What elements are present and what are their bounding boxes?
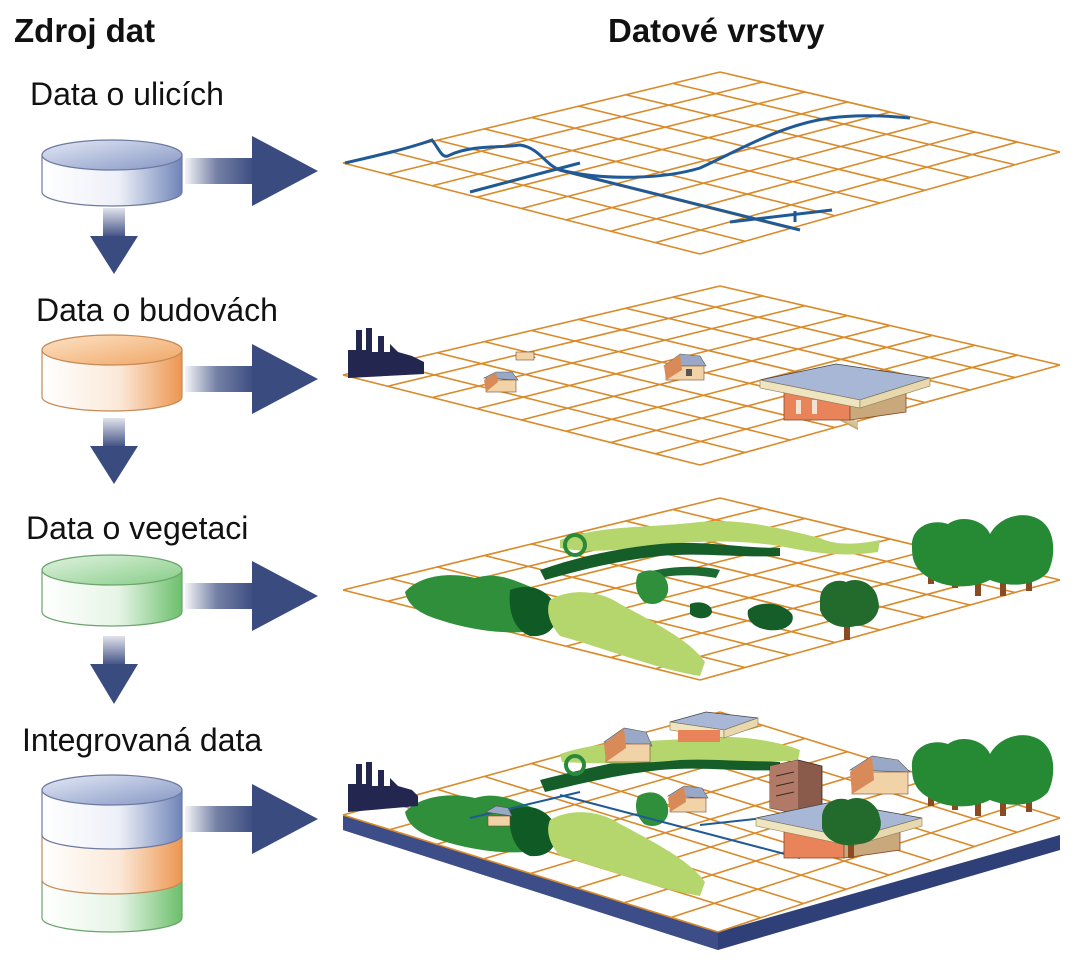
grid-line bbox=[699, 151, 1061, 255]
source-label-streets: Data o ulicích bbox=[30, 76, 224, 112]
grid-line bbox=[670, 803, 1018, 919]
tree-group-icon bbox=[911, 735, 1054, 816]
database-icon-streets bbox=[41, 139, 183, 207]
grid-line bbox=[719, 71, 1061, 153]
house-icon bbox=[485, 805, 513, 827]
database-icon-integrated bbox=[41, 774, 183, 933]
tree-icon bbox=[822, 798, 881, 858]
grid-line bbox=[521, 324, 891, 421]
tree-group-icon bbox=[911, 515, 1054, 596]
house-icon bbox=[663, 353, 707, 381]
house-icon bbox=[515, 351, 536, 361]
grid-line bbox=[565, 121, 933, 221]
integrated-vegetation bbox=[405, 736, 800, 896]
grid-line bbox=[565, 334, 933, 433]
source-label-vegetation: Data o vegetaci bbox=[26, 510, 249, 546]
house-icon bbox=[667, 785, 709, 813]
tree-icon bbox=[820, 580, 879, 640]
factory-icon bbox=[348, 328, 424, 378]
grid-line bbox=[672, 296, 1016, 379]
house-icon bbox=[603, 727, 653, 763]
layer-plane-streets bbox=[342, 71, 1061, 255]
grid-line bbox=[717, 817, 1061, 933]
large-building-icon bbox=[669, 711, 759, 742]
arrow-right-icon bbox=[185, 344, 318, 414]
arrow-right-icon bbox=[185, 136, 318, 206]
arrow-right-icon bbox=[185, 784, 318, 854]
vegetation-patches bbox=[405, 521, 880, 676]
integrated-base-slab bbox=[343, 815, 1060, 950]
grid-line bbox=[625, 93, 971, 179]
grid-line bbox=[672, 82, 1016, 166]
arrow-right-icon bbox=[185, 561, 318, 631]
grid-line bbox=[655, 141, 1018, 244]
grid-line bbox=[699, 579, 1061, 681]
arrow-down-icon bbox=[90, 636, 138, 704]
grid-line bbox=[521, 111, 891, 210]
layers-title: Datové vrstvy bbox=[608, 12, 825, 49]
large-building-icon bbox=[759, 363, 931, 430]
database-icon-buildings bbox=[41, 334, 183, 412]
office-building-icon bbox=[769, 759, 823, 815]
house-icon bbox=[849, 755, 911, 795]
house-icon bbox=[482, 371, 519, 393]
street-lines bbox=[344, 114, 911, 232]
sources-title: Zdroj dat bbox=[14, 12, 156, 49]
arrow-down-icon bbox=[90, 208, 138, 274]
grid-line bbox=[578, 105, 926, 192]
factory-icon bbox=[348, 762, 418, 812]
database-icon-vegetation bbox=[41, 554, 183, 627]
arrow-down-icon bbox=[90, 418, 138, 484]
source-label-integrated: Integrovaná data bbox=[22, 722, 263, 758]
grid-line bbox=[610, 131, 976, 233]
grid-line bbox=[719, 285, 1061, 366]
source-label-buildings: Data o budovách bbox=[36, 292, 278, 328]
